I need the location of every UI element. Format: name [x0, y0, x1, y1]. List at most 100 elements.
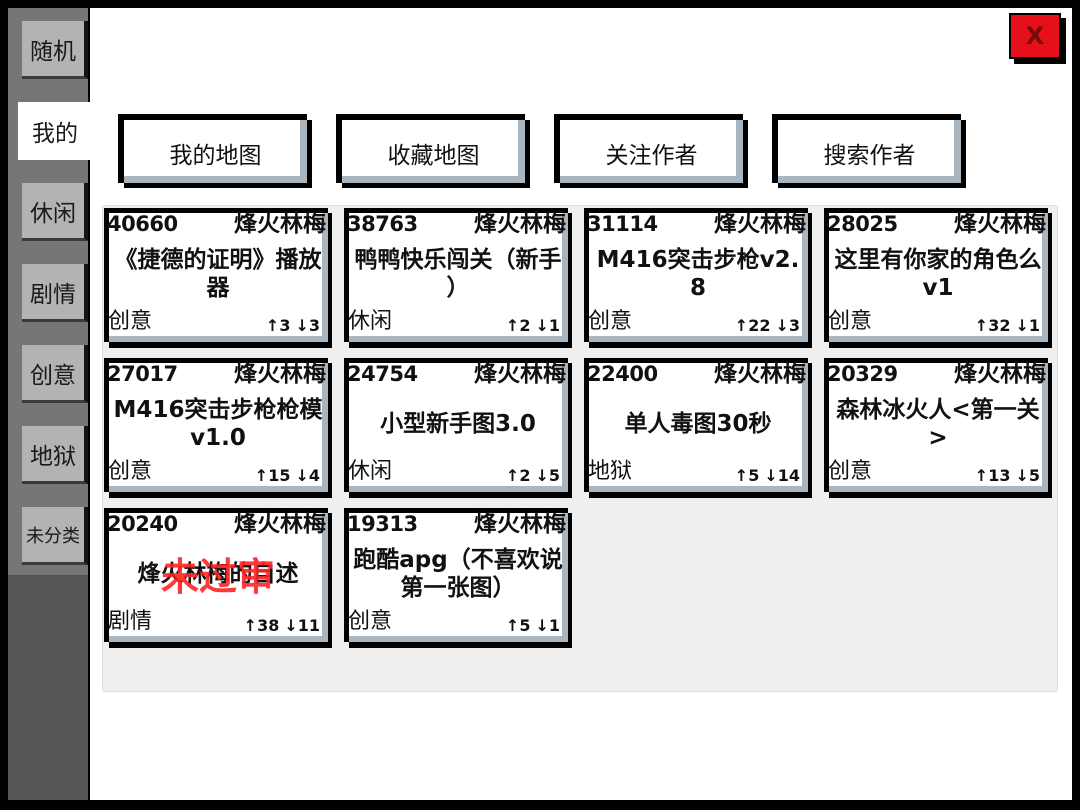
sidebar-tab-story[interactable]: 剧情 [22, 264, 88, 322]
map-title: 鸭鸭快乐闯关（新手） [354, 247, 562, 301]
downvote-count: 3 [308, 316, 320, 335]
sidebar-tab-casual[interactable]: 休闲 [22, 183, 88, 241]
map-author: 烽火林梅 [474, 211, 566, 237]
upvote-count: 5 [748, 466, 760, 485]
upvote-icon: ↑ [734, 466, 749, 485]
downvote-count: 14 [777, 466, 800, 485]
map-title-area: 这里有你家的角色么v1 [829, 243, 1047, 305]
map-votes: ↑2↓1 [506, 316, 560, 336]
upvote-icon: ↑ [505, 316, 520, 335]
upvote-icon: ↑ [505, 616, 520, 635]
map-title-area: 小型新手图3.0 [349, 393, 567, 455]
downvote-count: 1 [1028, 316, 1040, 335]
map-card[interactable]: 19313 烽火林梅跑酷apg（不喜欢说第一张图） 创意 ↑5↓1 [344, 508, 572, 648]
map-title-area: 烽火林梅的自述 [109, 543, 327, 605]
upvote-count: 13 [988, 466, 1011, 485]
upvote-icon: ↑ [265, 316, 280, 335]
downvote-icon: ↓ [1015, 316, 1029, 335]
map-author: 烽火林梅 [714, 211, 806, 237]
downvote-icon: ↓ [284, 616, 298, 635]
map-title: 跑酷apg（不喜欢说第一张图） [353, 547, 563, 601]
upvote-icon: ↑ [734, 316, 749, 335]
sidebar-tab-creative[interactable]: 创意 [22, 345, 88, 403]
downvote-icon: ↓ [535, 616, 549, 635]
upvote-count: 5 [519, 616, 531, 635]
map-title-area: 森林冰火人<第一关> [829, 393, 1047, 455]
my-maps-button[interactable]: 我的地图 [118, 114, 312, 188]
upvote-icon: ↑ [254, 466, 269, 485]
followed-authors-button[interactable]: 关注作者 [554, 114, 748, 188]
map-category: 创意 [108, 459, 153, 484]
downvote-icon: ↓ [1015, 466, 1029, 485]
map-title: 这里有你家的角色么v1 [834, 247, 1042, 301]
map-title: M416突击步枪v2.8 [596, 247, 800, 301]
map-votes: ↑32↓1 [975, 316, 1040, 336]
downvote-icon: ↓ [535, 466, 549, 485]
map-category: 创意 [108, 309, 153, 334]
map-votes: ↑22↓3 [735, 316, 800, 336]
map-title: M416突击步枪枪模v1.0 [113, 397, 323, 451]
map-author: 烽火林梅 [474, 361, 566, 387]
downvote-count: 4 [308, 466, 320, 485]
close-icon: X [1025, 22, 1045, 50]
sidebar: 随机 我的 休闲 剧情 创意 地狱 未分类 [8, 8, 92, 800]
search-author-button[interactable]: 搜索作者 [772, 114, 966, 188]
map-category: 创意 [588, 309, 633, 334]
map-votes: ↑13↓5 [975, 466, 1040, 486]
map-card[interactable]: 31114 烽火林梅 M416突击步枪v2.8 创意 ↑22↓3 [584, 208, 812, 348]
upvote-icon: ↑ [505, 466, 520, 485]
map-author: 烽火林梅 [474, 511, 566, 537]
map-votes: ↑2↓5 [506, 466, 560, 486]
map-author: 烽火林梅 [234, 511, 326, 537]
downvote-icon: ↓ [295, 466, 309, 485]
downvote-count: 1 [548, 316, 560, 335]
close-button[interactable]: X [1009, 13, 1061, 59]
map-id: 40660 [107, 212, 178, 236]
map-title: 小型新手图3.0 [380, 411, 536, 437]
sidebar-tab-hell[interactable]: 地狱 [22, 426, 88, 484]
review-status-stamp: 未过审 [160, 555, 275, 599]
sidebar-tab-random[interactable]: 随机 [22, 21, 88, 79]
map-id: 24754 [347, 362, 418, 386]
map-title: 单人毒图30秒 [624, 411, 772, 437]
map-votes: ↑5↓1 [506, 616, 560, 636]
downvote-count: 1 [548, 616, 560, 635]
map-id: 20240 [107, 512, 178, 536]
favorite-maps-button[interactable]: 收藏地图 [336, 114, 530, 188]
map-title: 森林冰火人<第一关> [836, 397, 1040, 451]
sidebar-tab-mine[interactable]: 我的 [18, 102, 92, 160]
upvote-count: 3 [279, 316, 291, 335]
map-votes: ↑15↓4 [255, 466, 320, 486]
map-category: 创意 [348, 609, 393, 634]
downvote-icon: ↓ [295, 316, 309, 335]
map-author: 烽火林梅 [954, 361, 1046, 387]
downvote-icon: ↓ [775, 316, 789, 335]
map-id: 31114 [587, 212, 658, 236]
sidebar-tab-uncategorized[interactable]: 未分类 [22, 507, 88, 565]
upvote-icon: ↑ [243, 616, 258, 635]
map-title-area: 单人毒图30秒 [589, 393, 807, 455]
sidebar-filler [8, 575, 88, 800]
map-title-area: 《捷德的证明》播放器 [109, 243, 327, 305]
map-id: 19313 [347, 512, 418, 536]
upvote-count: 15 [268, 466, 291, 485]
downvote-icon: ↓ [535, 316, 549, 335]
map-title-area: 鸭鸭快乐闯关（新手） [349, 243, 567, 305]
downvote-count: 5 [1028, 466, 1040, 485]
upvote-count: 22 [748, 316, 771, 335]
map-votes: ↑38↓11 [244, 616, 320, 636]
map-votes: ↑5↓14 [735, 466, 800, 486]
downvote-icon: ↓ [764, 466, 778, 485]
map-category: 休闲 [348, 309, 393, 334]
map-title-area: M416突击步枪枪模v1.0 [109, 393, 327, 455]
map-votes: ↑3↓3 [266, 316, 320, 336]
